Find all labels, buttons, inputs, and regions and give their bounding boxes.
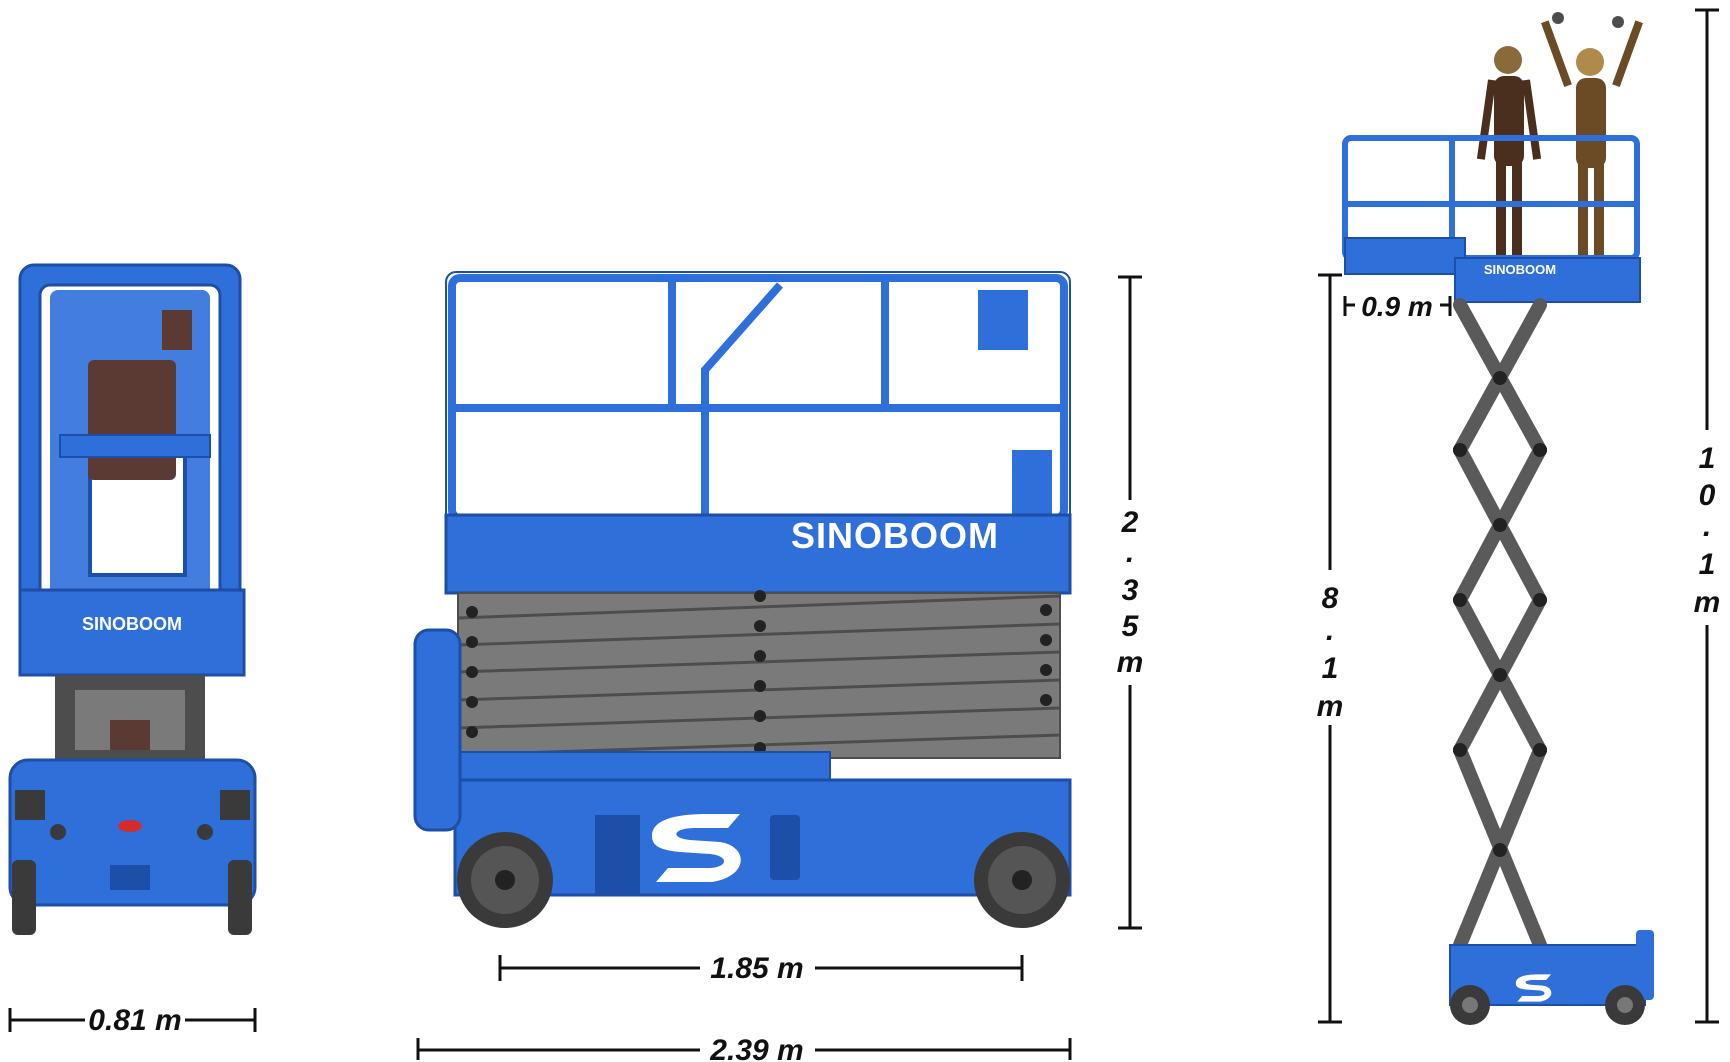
- side-scissor-stack: [457, 592, 1061, 759]
- front-chassis: [8, 758, 257, 907]
- side-length-label: 2.39 m: [709, 1034, 803, 1062]
- extended-view: SINOBOOM: [1317, 8, 1721, 1025]
- front-view: SINOBOOM 0.81 m: [8, 263, 257, 1037]
- extended-extension-label: 0.9 m: [1361, 291, 1433, 322]
- extended-working-height-char: m: [1694, 586, 1721, 619]
- side-height-char: m: [1117, 646, 1144, 679]
- extended-extension-dimension: 0.9 m: [1343, 291, 1452, 322]
- front-width-dimension: 0.81 m: [8, 1004, 257, 1037]
- extended-working-height-char: .: [1703, 510, 1711, 543]
- side-brand-text: SINOBOOM: [791, 515, 999, 556]
- front-width-label: 0.81 m: [88, 1004, 181, 1037]
- extended-platform-deck: [1454, 257, 1641, 303]
- side-view: SINOBOOM: [413, 271, 1144, 1062]
- extended-logo-icon: [1515, 974, 1552, 1002]
- side-height-dimension: 2 . 3 5 m: [1117, 275, 1144, 930]
- side-length-dimension: 2.39 m: [416, 1034, 1072, 1062]
- extended-platform-height-char: m: [1317, 690, 1344, 723]
- side-rear-wheel: [457, 832, 553, 928]
- person-icon: [1541, 12, 1643, 255]
- side-wheelbase-dimension: 1.85 m: [498, 952, 1024, 985]
- extended-platform-height-dimension: 8 . 1 m: [1317, 273, 1344, 1024]
- extended-working-height-char: 1: [1699, 442, 1716, 475]
- extended-platform-height-char: .: [1326, 614, 1334, 647]
- person-icon: [1476, 46, 1542, 255]
- extended-working-height-char: 0: [1699, 479, 1716, 512]
- side-wheelbase-label: 1.85 m: [710, 952, 803, 985]
- front-left-wheel: [12, 860, 36, 935]
- side-logo-icon: [652, 814, 741, 882]
- side-guardrail: [448, 274, 1068, 522]
- side-height-char: 5: [1122, 610, 1140, 643]
- extended-platform-height-char: 1: [1322, 652, 1339, 685]
- side-height-char: 2: [1121, 506, 1139, 539]
- extended-working-height-char: 1: [1699, 548, 1716, 581]
- front-right-wheel: [228, 860, 252, 935]
- side-height-char: 3: [1122, 574, 1139, 607]
- side-chassis: [453, 778, 1072, 897]
- extended-brand-text: SINOBOOM: [1484, 262, 1556, 277]
- front-control-panel: [88, 360, 176, 480]
- extended-working-height-dimension: 1 0 . 1 m: [1694, 8, 1721, 1024]
- front-brand-text: SINOBOOM: [82, 614, 182, 634]
- extended-platform-height-char: 8: [1322, 582, 1339, 615]
- side-platform-deck: [444, 513, 1072, 595]
- side-front-wheel: [974, 832, 1070, 928]
- side-height-char: .: [1126, 536, 1134, 569]
